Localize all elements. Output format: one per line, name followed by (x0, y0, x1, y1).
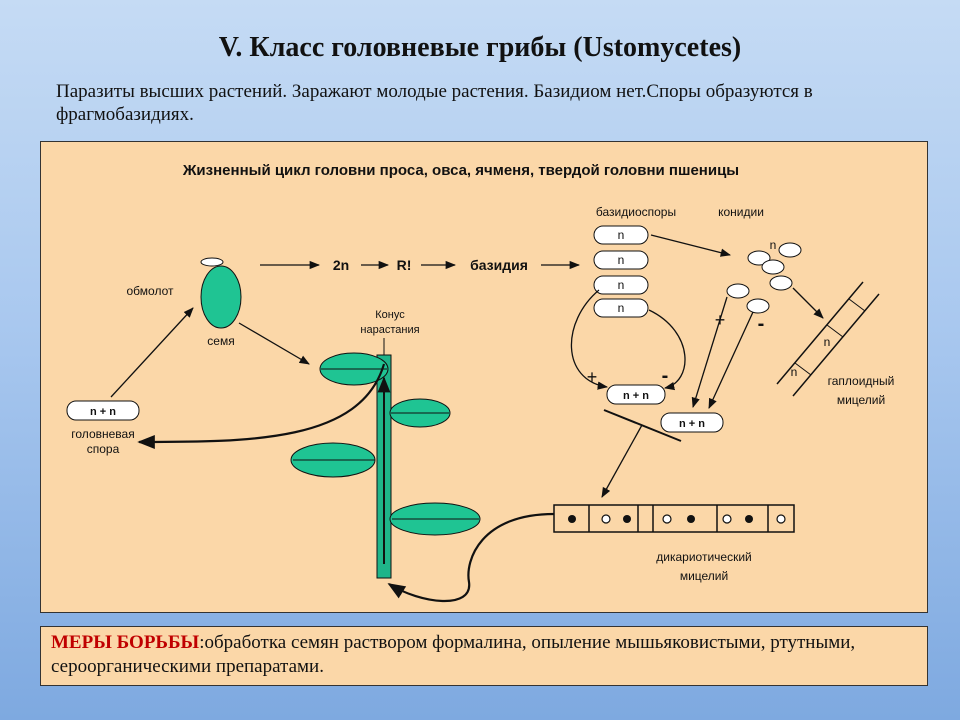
dikaryotic-mycelium (553, 504, 795, 533)
plant-to-spore-arrow (137, 363, 386, 450)
threshing-label: обмолот (127, 284, 174, 298)
basidiospore-4-n: n (618, 301, 625, 315)
conidia-minus: - (758, 313, 765, 335)
haploid-mycelium (776, 281, 880, 397)
haploid-n-2: n (824, 335, 831, 349)
seed-husk (200, 257, 224, 267)
spores-to-conidia-arrow (650, 234, 732, 257)
conidium-6 (746, 298, 770, 314)
fusion-to-mycelium-arrow (601, 424, 643, 498)
slide-subtitle: Паразиты высших растений. Заражают молод… (56, 81, 813, 125)
slide-title: V. Класс головневые грибы (Ustomycetes) (218, 32, 742, 63)
conidia-label: конидии (718, 205, 764, 219)
seed-shape (200, 265, 242, 329)
haploid-label-2: мицелий (837, 393, 885, 407)
stage-basidium: базидия (470, 257, 528, 273)
haploid-n-1: n (791, 365, 798, 379)
conidium-4 (769, 275, 793, 291)
control-measures: МЕРЫ БОРЬБЫ:обработка семян раствором фо… (40, 626, 928, 686)
growth-cone-label-2: нарастания (360, 324, 419, 336)
smut-spore (66, 400, 140, 421)
basidiospores-label: базидиоспоры (596, 205, 676, 219)
conidium-plus-arrow (691, 296, 728, 408)
mycelium-to-plant-arrow (387, 512, 555, 603)
smut-spore-label-1: головневая (71, 427, 134, 441)
smut-spore-ploidy: n + n (90, 406, 116, 418)
dikaryotic-label-2: мицелий (680, 569, 728, 583)
seed-to-plant-arrow (238, 322, 310, 365)
threshing-arrow (110, 307, 194, 398)
conidia-n: n (770, 238, 777, 252)
smut-spore-label-2: спора (87, 442, 120, 456)
control-measures-label: МЕРЫ БОРЬБЫ (51, 632, 200, 653)
conidia-to-haploid-arrow (792, 287, 824, 319)
basidiospore-3: n (593, 275, 649, 295)
life-cycle-diagram: Жизненный цикл головни проса, овса, ячме… (40, 141, 928, 613)
dikaryon-right-text: n + n (679, 418, 705, 430)
basidiospore-2: n (593, 250, 649, 270)
conidium-3 (761, 259, 785, 275)
left-minus: - (662, 365, 669, 387)
growth-cone-label-1: Конус (375, 309, 405, 321)
seed-label: семя (207, 334, 234, 348)
diagram-canvas: Жизненный цикл головни проса, овса, ячме… (66, 162, 895, 603)
basidiospore-1-n: n (618, 228, 625, 242)
basidiospore-4: n (593, 298, 649, 318)
diagram-title: Жизненный цикл головни проса, овса, ячме… (182, 162, 739, 179)
basidiospore-3-n: n (618, 278, 625, 292)
dikaryotic-label-1: дикариотический (656, 550, 751, 564)
dikaryon-left-text: n + n (623, 390, 649, 402)
conidium-2 (747, 250, 771, 266)
stage-r: R! (397, 257, 412, 273)
minus-spore-curve (648, 309, 686, 391)
dikaryon-left (606, 384, 666, 405)
stage-2n: 2n (333, 257, 349, 273)
basidiospore-1: n (593, 225, 649, 245)
dikaryon-right (660, 412, 724, 433)
conidium-1 (778, 242, 802, 258)
conidium-5 (726, 283, 750, 299)
haploid-label-1: гаплоидный (828, 374, 895, 388)
fusion-bar (603, 409, 682, 442)
plus-spore-curve (570, 289, 609, 390)
control-measures-text: :обработка семян раствором формалина, оп… (51, 632, 856, 677)
basidiospore-2-n: n (618, 253, 625, 267)
conidium-minus-arrow (708, 311, 754, 409)
left-plus: + (587, 367, 598, 387)
